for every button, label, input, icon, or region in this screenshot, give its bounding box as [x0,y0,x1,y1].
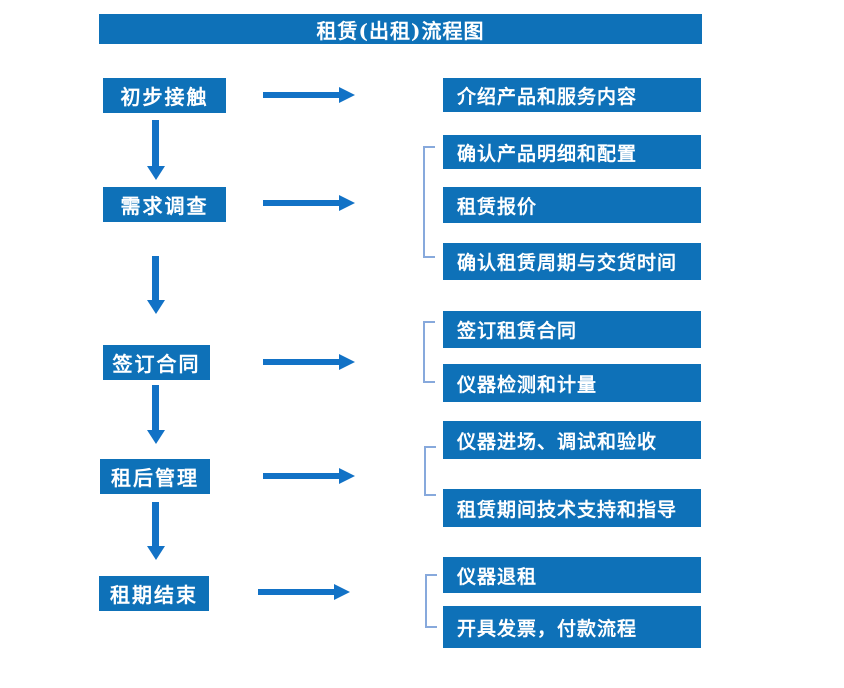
arrow-shaft [263,359,339,365]
arrow-down-icon [147,385,165,444]
bracket-connector [425,574,437,628]
arrow-down-icon [147,502,165,560]
arrow-head [334,584,350,600]
detail-box: 仪器进场、调试和验收 [443,421,701,459]
stage-box-sign-contract: 签订合同 [103,345,210,380]
arrow-shaft [258,589,334,595]
stage-box-initial-contact: 初步接触 [103,78,226,113]
arrow-right-icon [263,87,355,103]
arrow-shaft [263,473,339,479]
arrow-shaft [263,200,339,206]
arrow-right-icon [258,584,350,600]
arrow-head [147,546,165,560]
arrow-head [147,166,165,180]
arrow-head [339,87,355,103]
detail-box: 仪器退租 [443,557,701,593]
arrow-shaft [152,120,159,166]
arrow-head [147,300,165,314]
arrow-shaft [152,385,159,430]
arrow-right-icon [263,354,355,370]
detail-box: 租赁报价 [443,187,701,223]
arrow-head [339,468,355,484]
arrow-right-icon [263,195,355,211]
arrow-head [339,195,355,211]
arrow-shaft [152,256,159,300]
stage-box-post-rental: 租后管理 [100,459,210,494]
stage-box-rental-end: 租期结束 [99,576,209,611]
arrow-head [339,354,355,370]
bracket-connector [423,146,435,258]
arrow-head [147,430,165,444]
arrow-down-icon [147,120,165,180]
bracket-connector [423,321,435,383]
stage-box-demand-survey: 需求调查 [103,187,226,222]
detail-box: 确认租赁周期与交货时间 [443,243,701,280]
arrow-down-icon [147,256,165,314]
arrow-shaft [263,92,339,98]
detail-box: 介绍产品和服务内容 [443,78,701,112]
detail-box: 签订租赁合同 [443,311,701,348]
arrow-right-icon [263,468,355,484]
detail-box: 确认产品明细和配置 [443,135,701,169]
diagram-title: 租赁(出租)流程图 [99,14,702,44]
bracket-connector [424,446,436,496]
arrow-shaft [152,502,159,546]
detail-box: 仪器检测和计量 [443,364,701,402]
detail-box: 租赁期间技术支持和指导 [443,489,701,527]
detail-box: 开具发票，付款流程 [443,606,701,648]
